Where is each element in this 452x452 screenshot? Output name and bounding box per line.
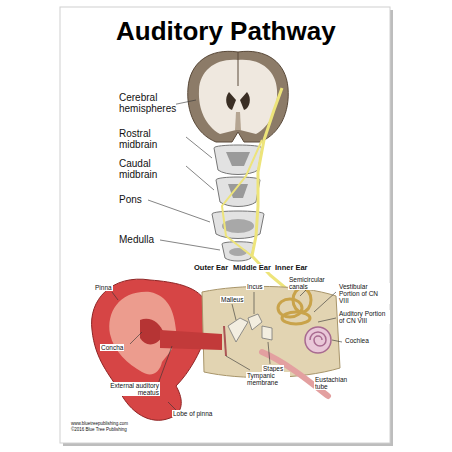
region-label: Outer Ear xyxy=(193,264,229,272)
leader-lines xyxy=(112,100,342,410)
part-label: Semicircular canals xyxy=(288,276,334,290)
part-label: Auditory Portion of CN VIII xyxy=(338,310,390,324)
part-label: Cochlea xyxy=(344,337,370,344)
cerebrum xyxy=(188,51,289,142)
title: Auditory Pathway xyxy=(116,16,336,47)
region-label: Middle Ear xyxy=(232,264,272,272)
part-label: Rostral midbrain xyxy=(118,128,186,150)
part-label: Medulla xyxy=(118,234,155,245)
part-label: Vestibular Portion of CN VIII xyxy=(338,283,390,304)
part-label: Eustachian tube xyxy=(314,376,356,390)
part-label: Concha xyxy=(100,344,124,351)
part-label: Lobe of pinna xyxy=(172,410,213,417)
part-label: Pinna xyxy=(94,284,113,291)
publisher-note: ©2016 Blue Tree Publishing xyxy=(70,428,128,433)
part-label: Malleus xyxy=(220,296,244,303)
part-label: Cerebral hemispheres xyxy=(118,92,176,114)
auditory-pathway xyxy=(222,140,262,256)
caudal-midbrain xyxy=(216,177,260,207)
poster-sheet xyxy=(60,7,390,443)
part-label: Caudal midbrain xyxy=(118,158,186,180)
ear xyxy=(92,279,340,420)
part-label: External auditory meatus xyxy=(104,382,160,396)
rostral-midbrain xyxy=(214,145,262,175)
region-label: Inner Ear xyxy=(274,264,309,272)
part-label: Pons xyxy=(118,194,143,205)
tympanic-membrane xyxy=(224,326,226,356)
part-label: Incus xyxy=(246,283,264,290)
part-label: Tympanic membrane xyxy=(246,372,290,386)
publisher-note: www.bluetreepublishing.com xyxy=(70,422,129,427)
